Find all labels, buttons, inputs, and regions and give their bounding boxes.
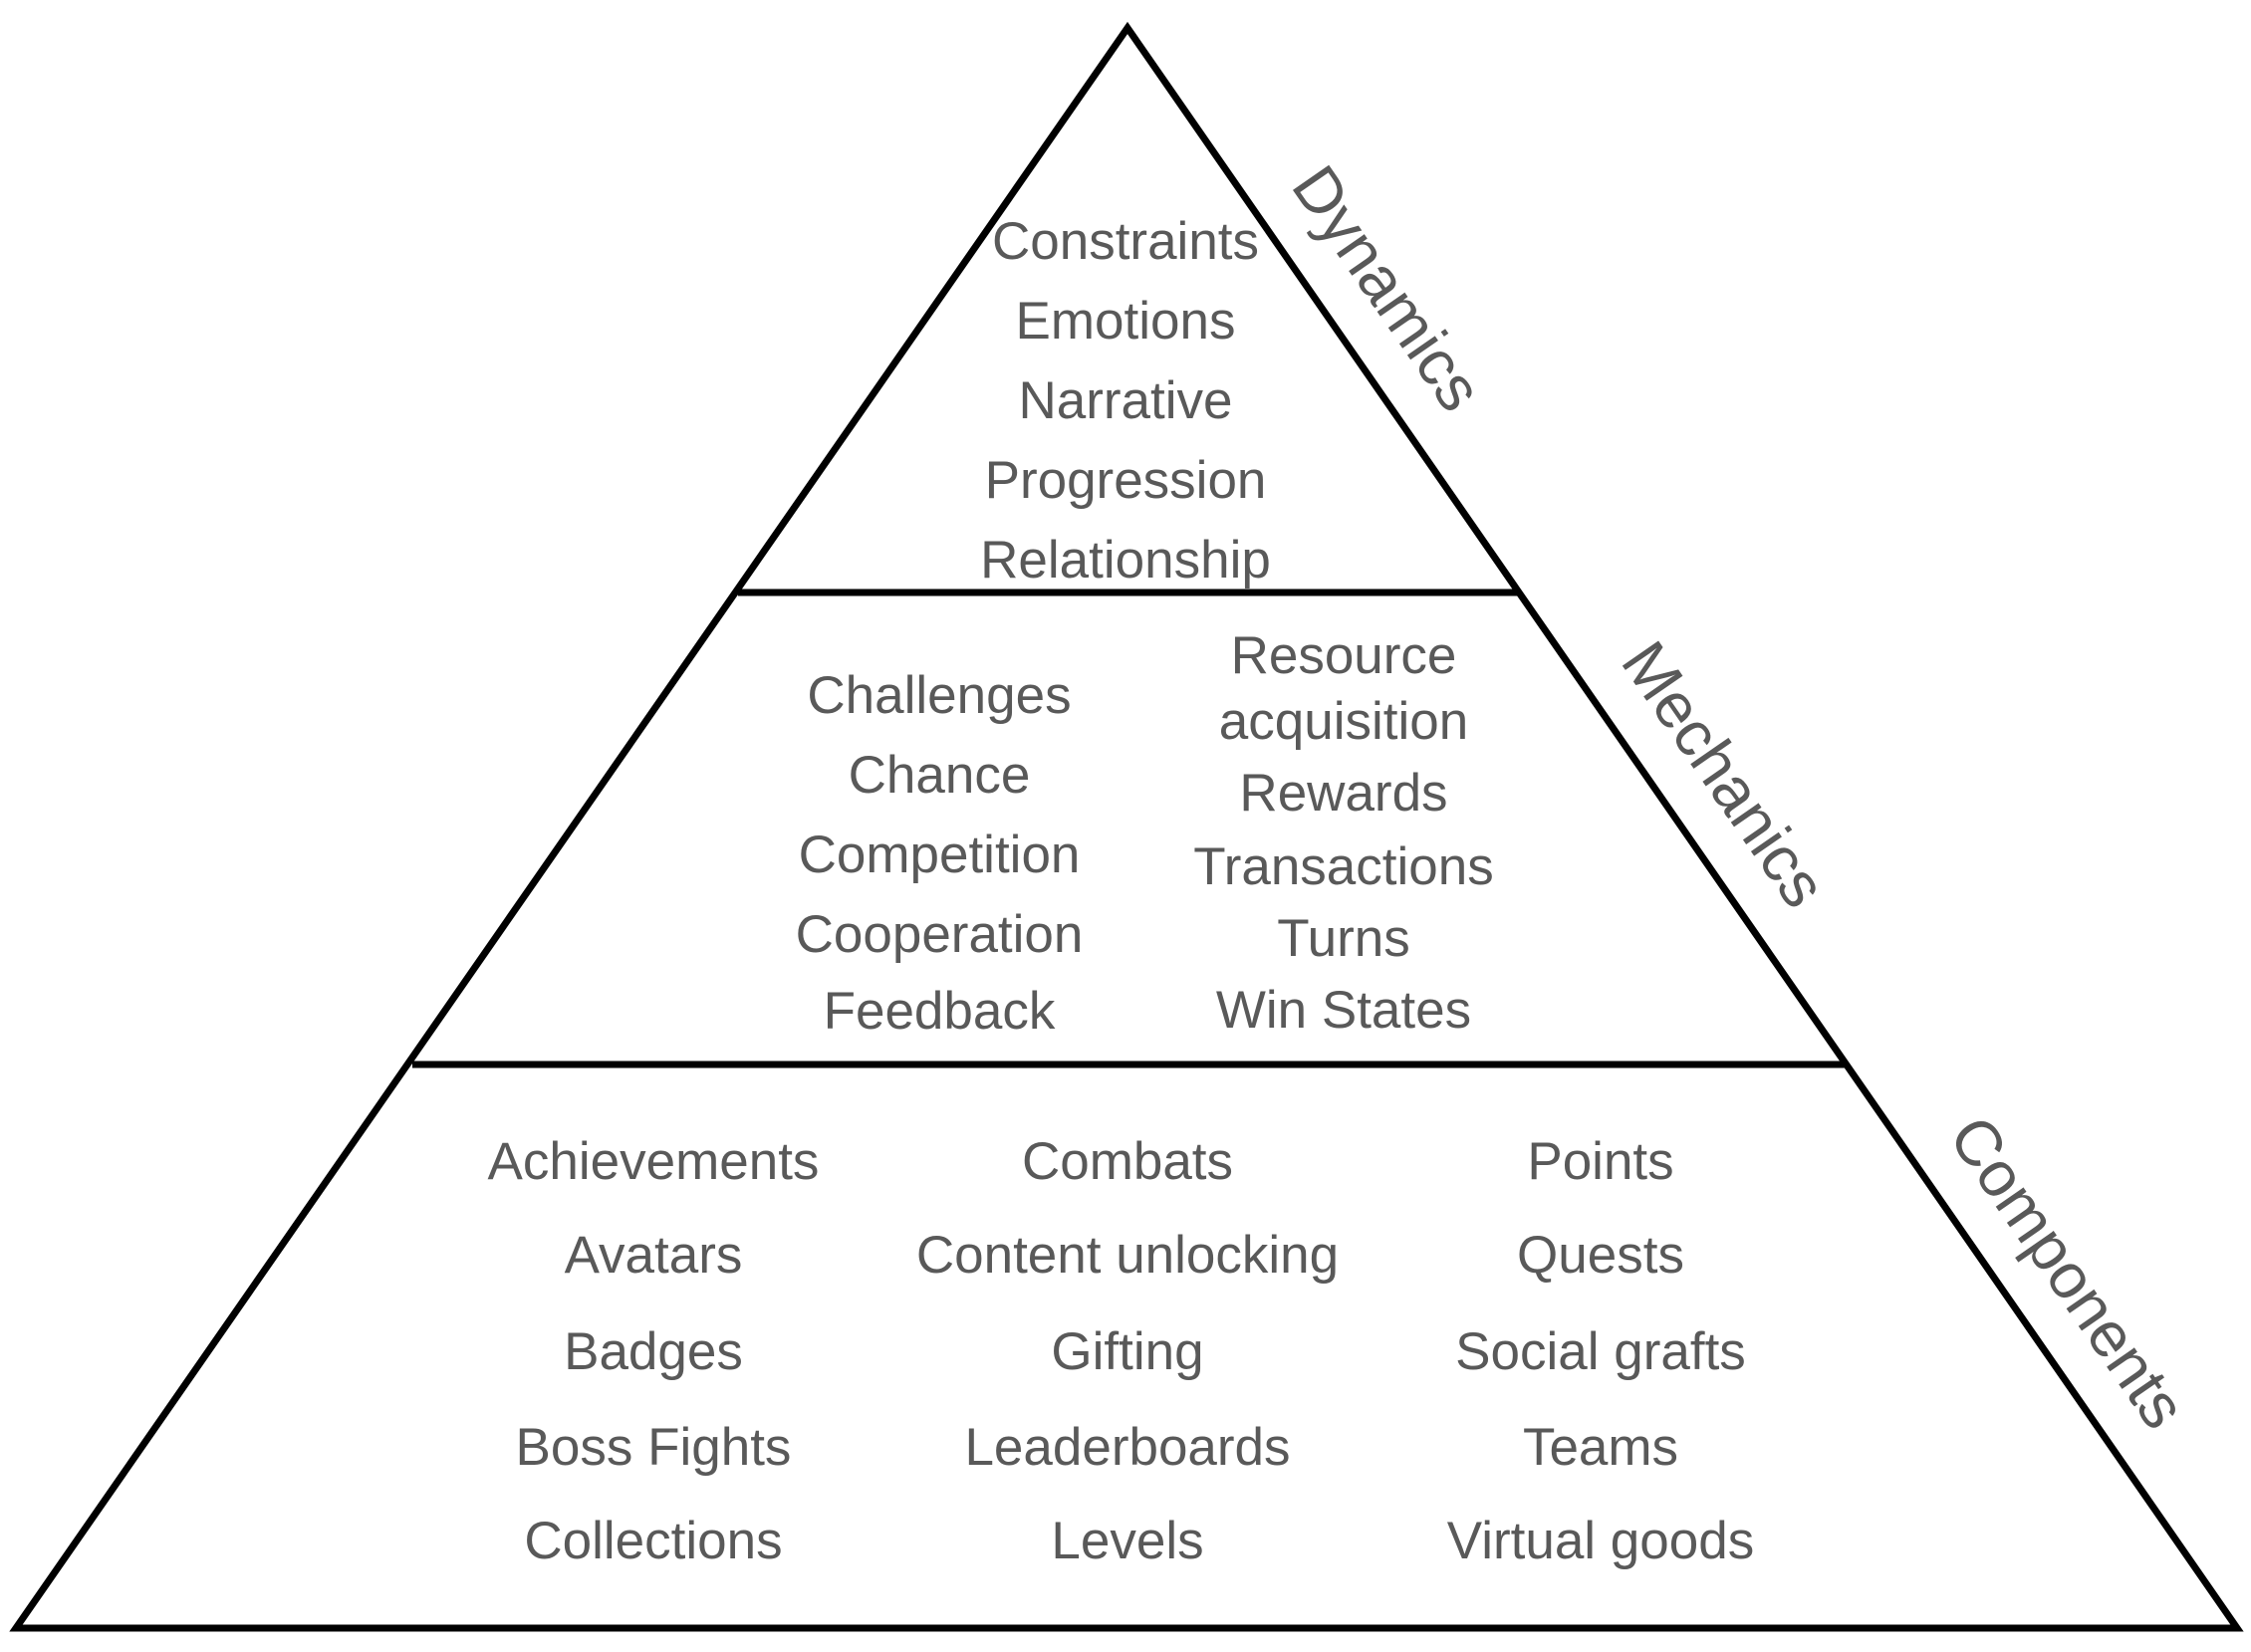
dynamics-item: Progression	[985, 451, 1267, 510]
dynamics-item: Emotions	[1016, 292, 1236, 351]
tier-dynamics: Constraints Emotions Narrative Progressi…	[980, 152, 1496, 590]
components-item: Combats	[1022, 1132, 1233, 1191]
tier-label-components: Components	[1935, 1103, 2200, 1441]
components-item: Quests	[1517, 1226, 1684, 1285]
components-item: Teams	[1523, 1418, 1678, 1477]
mechanics-item: Challenges	[807, 666, 1071, 725]
mechanics-item: Feedback	[824, 982, 1056, 1041]
dynamics-item: Narrative	[1018, 371, 1232, 430]
components-item: Social grafts	[1455, 1322, 1746, 1381]
components-item: Points	[1527, 1132, 1673, 1191]
mechanics-item: Competition	[799, 826, 1081, 884]
mechanics-item: Transactions	[1193, 837, 1493, 896]
components-item: Levels	[1051, 1512, 1203, 1570]
components-item: Avatars	[565, 1226, 743, 1285]
dynamics-item: Relationship	[980, 531, 1271, 590]
mechanics-item: Win States	[1216, 981, 1471, 1040]
mechanics-item: Cooperation	[796, 905, 1084, 964]
mechanics-item: Rewards	[1239, 764, 1447, 823]
components-item: Content unlocking	[916, 1226, 1339, 1285]
components-item: Gifting	[1051, 1322, 1203, 1381]
tier-components: Achievements Avatars Badges Boss Fights …	[488, 1103, 2200, 1570]
mechanics-item: acquisition	[1219, 692, 1468, 751]
mechanics-item: Chance	[849, 746, 1031, 805]
components-item: Badges	[564, 1322, 743, 1381]
components-item: Boss Fights	[516, 1418, 792, 1477]
pyramid-outline	[9, 21, 2244, 1632]
components-item: Achievements	[488, 1132, 820, 1191]
components-item: Collections	[524, 1512, 782, 1570]
mechanics-item: Resource	[1231, 626, 1457, 685]
dynamics-item: Constraints	[992, 212, 1259, 271]
mechanics-item: Turns	[1277, 909, 1410, 968]
components-item: Leaderboards	[964, 1418, 1290, 1477]
components-item: Virtual goods	[1447, 1512, 1754, 1570]
